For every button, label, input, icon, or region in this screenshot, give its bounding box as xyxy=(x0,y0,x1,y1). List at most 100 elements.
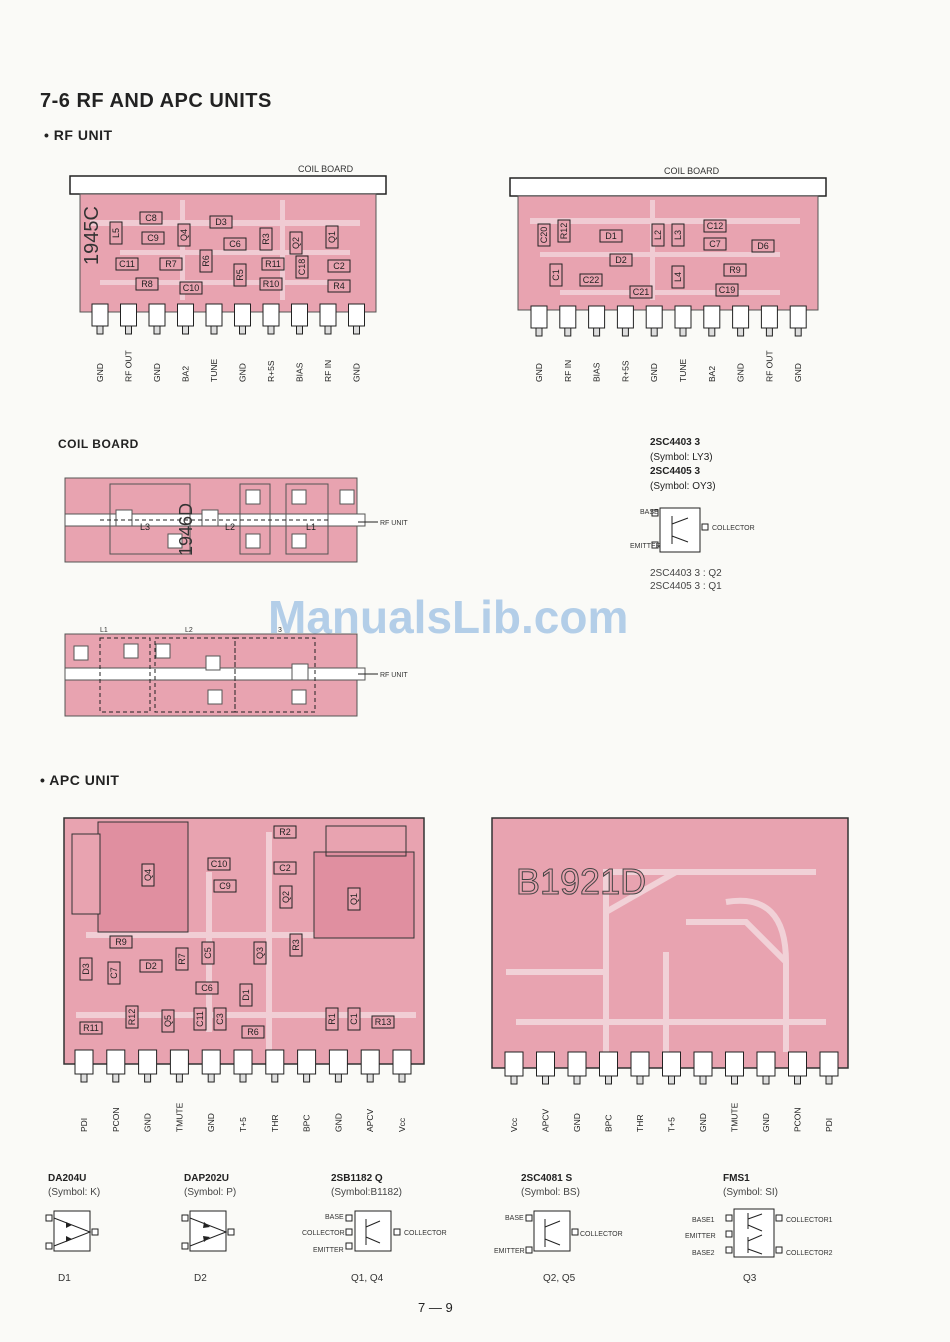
page-title: 7-6 RF AND APC UNITS xyxy=(40,90,272,112)
pin-pad xyxy=(360,1049,380,1075)
pin-label: T+5 xyxy=(238,1117,248,1132)
pin-label: R+5S xyxy=(266,360,276,382)
component: C6 xyxy=(195,981,219,995)
component-label: L5 xyxy=(111,228,121,238)
component: R3 xyxy=(289,933,303,957)
pin-label: R+5S xyxy=(620,360,630,382)
pin-label: THR xyxy=(635,1115,645,1132)
component-label: R7 xyxy=(177,953,187,965)
component-label: C10 xyxy=(211,859,228,869)
device-ref: D2 xyxy=(194,1273,207,1284)
component-label: C9 xyxy=(219,881,231,891)
pin-lead xyxy=(699,1075,707,1085)
apc-unit-heading: • APC UNIT xyxy=(40,772,120,788)
coil-label: L1 xyxy=(100,627,108,634)
pin-label: BIAS xyxy=(592,362,602,382)
component-label: R3 xyxy=(291,939,301,951)
component: R2 xyxy=(273,825,297,839)
component-label: R8 xyxy=(141,279,153,289)
pin-pad xyxy=(567,1051,587,1077)
component: R9 xyxy=(109,935,133,949)
pin-label: GND xyxy=(352,363,362,382)
component: R5 xyxy=(233,263,247,287)
pin-pad xyxy=(693,1051,713,1077)
device-symbol: (Symbol: K) xyxy=(48,1187,101,1198)
pin-lead xyxy=(366,1073,374,1083)
pin-pad xyxy=(234,303,251,327)
component: C5 xyxy=(201,941,215,965)
component: L5 xyxy=(109,221,123,245)
component: Q2 xyxy=(279,885,293,909)
component: C20 xyxy=(537,223,551,247)
component-label: R1 xyxy=(327,1013,337,1025)
component-label: C18 xyxy=(297,259,307,276)
component: R12 xyxy=(125,1005,139,1029)
component-label: C19 xyxy=(719,285,736,295)
device-part: DA204U xyxy=(48,1173,87,1184)
component: C2 xyxy=(327,259,351,273)
pin-label: RF OUT xyxy=(764,350,774,382)
pin-label: APCV xyxy=(541,1109,551,1132)
component-label: C7 xyxy=(709,239,721,249)
pin-label: RF OUT xyxy=(124,350,134,382)
component-label: C22 xyxy=(583,275,600,285)
component-label: Q1 xyxy=(327,231,337,243)
pin-emitter-label: EMITTER xyxy=(630,543,661,550)
component: L3 xyxy=(671,223,685,247)
component-label: C7 xyxy=(109,967,119,979)
pin-label: COLLECTOR xyxy=(404,1230,447,1237)
pin-label: T+5 xyxy=(667,1117,677,1132)
watermark: ManualsLib.com xyxy=(268,591,629,643)
component-label: D1 xyxy=(605,231,617,241)
pin-label: GND xyxy=(698,1113,708,1132)
component: C10 xyxy=(179,281,203,295)
component-label: D2 xyxy=(145,961,157,971)
component-label: R4 xyxy=(333,281,345,291)
component: R10 xyxy=(259,277,283,291)
pin-lead xyxy=(708,327,716,337)
device-part: FMS1 xyxy=(723,1173,750,1184)
coil-board-top: L3 L2 L1 1946D RF UNIT xyxy=(64,477,408,563)
coil-label: L2 xyxy=(185,627,193,634)
component: C3 xyxy=(213,1007,227,1031)
component-label: R10 xyxy=(263,279,280,289)
component-label: D3 xyxy=(81,963,91,975)
pin-lead xyxy=(239,1073,247,1083)
pin-label: APCV xyxy=(365,1109,375,1132)
pin-label: GND xyxy=(333,1113,343,1132)
pin-lead xyxy=(535,327,543,337)
rf-unit-connector-label: RF UNIT xyxy=(380,520,408,527)
component-label: D6 xyxy=(757,241,769,251)
2sb1182-diagram: BASE COLLECTOR EMITTER COLLECTOR xyxy=(302,1210,447,1254)
component: R11 xyxy=(79,1021,103,1035)
component-label: R9 xyxy=(115,937,127,947)
pin-label: EMITTER xyxy=(313,1247,344,1254)
component-label: R9 xyxy=(729,265,741,275)
device-entry: 2SC4081 S(Symbol: BS) xyxy=(521,1172,580,1200)
pin-label: PCON xyxy=(111,1107,121,1132)
component-label: L4 xyxy=(673,272,683,282)
pin-lead xyxy=(621,327,629,337)
component-label: C11 xyxy=(195,1011,205,1027)
component: D3 xyxy=(209,215,233,229)
component-label: R6 xyxy=(247,1027,259,1037)
pin-label: TUNE xyxy=(209,359,219,382)
component-label: C12 xyxy=(707,221,724,231)
usage-line: 2SC4405 3 : Q1 xyxy=(650,581,722,592)
pin-lead xyxy=(80,1073,88,1083)
transistor-info: 2SC4403 3 (Symbol: LY3) 2SC4405 3 (Symbo… xyxy=(650,436,716,494)
pin-label: BASE2 xyxy=(692,1250,715,1257)
pin-lead xyxy=(636,1075,644,1085)
component: Q4 xyxy=(177,223,191,247)
coil-label: L2 xyxy=(225,522,235,532)
pin-label: GND xyxy=(572,1113,582,1132)
pin-pad xyxy=(319,303,337,327)
device-symbols: BASE COLLECTOR EMITTER COLLECTOR BASE EM… xyxy=(45,1208,833,1258)
pin-pad xyxy=(630,1051,650,1077)
component-label: R5 xyxy=(235,269,245,281)
pin-lead xyxy=(303,1073,311,1083)
pin-collector-label: COLLECTOR xyxy=(712,525,755,532)
component: R1 xyxy=(325,1007,339,1031)
component: R4 xyxy=(327,279,351,293)
